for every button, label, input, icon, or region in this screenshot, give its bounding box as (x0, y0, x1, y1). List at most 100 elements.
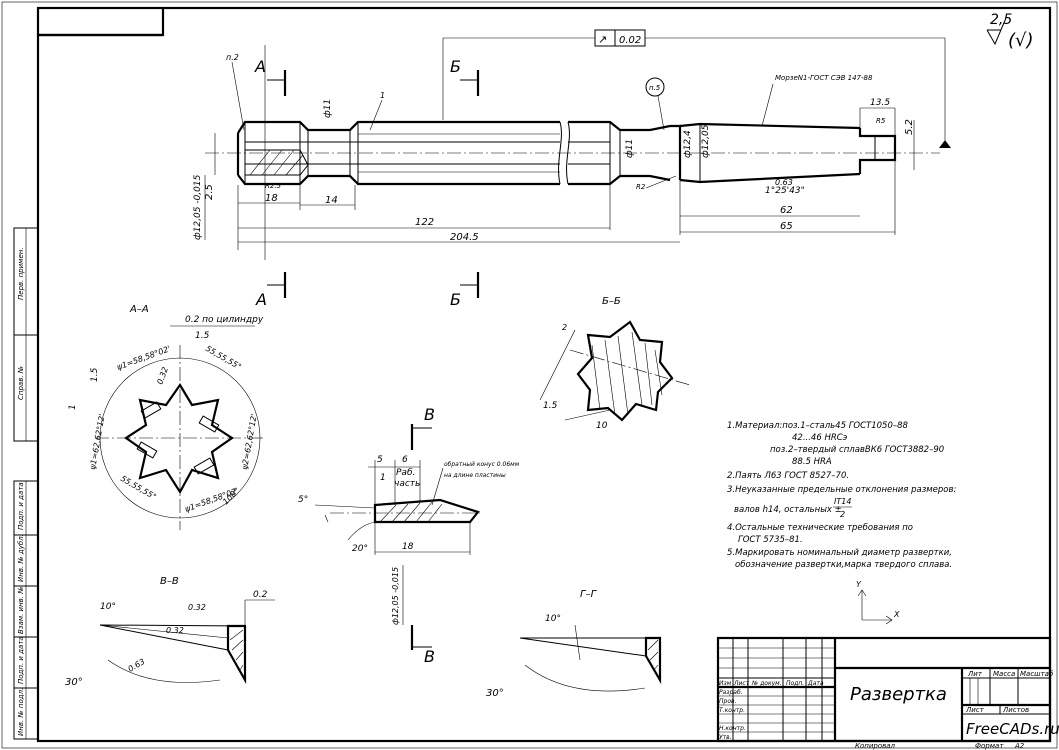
tb-izm: Изм (719, 680, 732, 687)
section-mark-a-top: А (254, 57, 266, 76)
aa-v15: 1.5 (90, 367, 100, 382)
aa-ang-b100: 100° (221, 486, 241, 506)
center-d1: 1 (380, 473, 386, 483)
side-sprav-label: Справ. № (17, 366, 25, 400)
tb-data: Дата (807, 680, 824, 687)
roughness-paren: (√) (1008, 30, 1034, 51)
section-gg-title: Г–Г (580, 589, 598, 600)
center-dia: ф12,05 -0,015 (391, 567, 400, 625)
vv-a30: 30° (65, 677, 83, 688)
tb-listov: Листов (1002, 706, 1029, 714)
dim-063: 0.63 (775, 178, 793, 187)
title-block: Изм Лист № докум. Подп. Дата Разраб. Про… (716, 636, 1059, 750)
note-line-7: валов h14, остальных ± (734, 505, 842, 515)
section-bb: Б–Б 2 1.5 10 (539, 296, 691, 431)
center-a20: 20° (352, 544, 368, 554)
tb-utv: Утв. (719, 734, 732, 741)
tb-nkontr: Н.контр. (719, 725, 746, 732)
center-rab: Раб. (396, 468, 415, 478)
section-mark-b-bottom: Б (450, 290, 461, 309)
section-mark-b-top: Б (450, 57, 461, 76)
note-line-9: 2 (840, 510, 845, 519)
vv-v032b: 0.32 (166, 626, 184, 635)
dim-65: 65 (780, 221, 793, 232)
dim-2045: 204.5 (450, 232, 479, 243)
aa-v1: 1 (68, 404, 78, 410)
dim-angle: 1°25'43" (765, 186, 805, 196)
center-note2: на длине пластины (444, 472, 506, 479)
gg-a30: 30° (486, 688, 504, 699)
label-r5: R5 (876, 117, 886, 125)
note-line-1: 1.Материал:поз.1–сталь45 ГОСТ1050–88 (727, 421, 909, 431)
axis-x-label: X (893, 610, 900, 619)
dim-135: 13.5 (870, 98, 890, 108)
section-aa-title: А–А (129, 304, 149, 315)
tolerance-symbol: ↗ (598, 33, 607, 46)
side-podp-data1-label: Подп. и дата (17, 482, 25, 530)
label-r25: R2.5 (265, 182, 282, 190)
label-morse: МорзеN1-ГОСТ СЭВ 147-88 (775, 74, 873, 82)
tb-ndokum: № докум. (751, 680, 782, 687)
tb-lit: Лит (967, 670, 983, 678)
gg-a10: 10° (545, 614, 561, 624)
aa-ang-right1: 55,55,55° (204, 344, 243, 372)
label-r2a: п.2 (226, 53, 239, 62)
vv-v032a: 0.32 (188, 603, 206, 612)
section-center: В В 5 6 1 Раб. часть обратный конус 0.06… (298, 405, 520, 666)
dim-d1205b: ф12,05 -0,015 (193, 174, 203, 240)
section-mark-a-bottom: А (255, 290, 267, 309)
center-note1: обратный конус 0.06мм (444, 461, 520, 468)
tb-kopiroval: Копировал (855, 742, 896, 750)
dim-18: 18 (265, 193, 278, 204)
label-circle: п.5 (649, 84, 661, 92)
label-r2b: R2 (636, 183, 646, 191)
technical-notes: 1.Материал:поз.1–сталь45 ГОСТ1050–88 42.… (727, 421, 956, 570)
aa-v032: 0.32 (155, 366, 170, 386)
note-line-10: 4.Остальные технические требования по (727, 523, 913, 533)
side-inv-podl-label: Инв. № подл. (17, 688, 25, 736)
vv-v02: 0.2 (253, 590, 268, 600)
note-line-12: 5.Маркировать номинальный диаметр развер… (727, 548, 952, 558)
vv-v063: 0.63 (127, 657, 147, 674)
bb-d10: 10 (596, 421, 608, 431)
tb-title: Развертка (850, 684, 947, 705)
section-marks-bottom: А Б (255, 272, 480, 309)
aa-ang-bottom2: 55,55,55° (119, 474, 158, 502)
aa-cyl-note: 0.2 по цилиндру (185, 315, 264, 325)
note-line-6: 3.Неуказанные предельные отклонения разм… (727, 485, 956, 495)
note-line-3: поз.2–твердый сплавВК6 ГОСТ3882–90 (770, 445, 944, 455)
tolerance-value: 0.02 (619, 35, 641, 46)
tb-format: Формат (975, 742, 1004, 750)
tb-masshtab: Масштаб (1020, 670, 1054, 678)
dim-25: 2.5 (204, 184, 215, 200)
dim-52: 5.2 (904, 119, 915, 135)
center-d18: 18 (402, 542, 414, 552)
aa-ang-right2: ψ2=62,62°12' (240, 413, 259, 470)
side-vzam-label: Взам. инв. № (17, 586, 25, 634)
dim-d1205a: ф12,05 (701, 124, 711, 158)
label-pos1: 1 (380, 91, 385, 100)
section-vv: В–В 10° 30° 0.32 0.32 0.63 0.2 (65, 576, 275, 688)
bb-d2: 2 (562, 323, 567, 332)
tb-list2: Лист (733, 680, 750, 687)
aa-ang-left: ψ1=62,62°12' (88, 413, 107, 470)
tb-list: Лист (965, 706, 985, 714)
note-line-13: обозначение развертки,марка твердого спл… (735, 560, 952, 570)
tb-site: FreeCADs.ru (966, 720, 1059, 738)
center-d6: 6 (402, 455, 408, 465)
note-line-5: 2.Паять Л63 ГОСТ 8527–70. (727, 471, 849, 481)
note-line-2: 42...46 HRCэ (792, 433, 848, 443)
section-mark-v-top: В (424, 405, 435, 424)
aa-d15: 1.5 (195, 331, 210, 341)
section-mark-v-bottom: В (424, 647, 435, 666)
side-podp-data2-label: Подп. и дата (17, 636, 25, 684)
side-perv-label: Перв. примен. (17, 247, 25, 300)
dim-d11b: ф11 (625, 139, 635, 158)
tb-format-val: А2 (1014, 742, 1025, 750)
axis-y-label: Y (856, 580, 862, 589)
side-strip: Перв. примен. Справ. № Подп. и дата Инв.… (13, 227, 39, 740)
tb-podp: Подп. (786, 680, 804, 687)
bb-d15: 1.5 (543, 401, 558, 411)
tb-tkontr: Т.контр. (719, 707, 745, 714)
